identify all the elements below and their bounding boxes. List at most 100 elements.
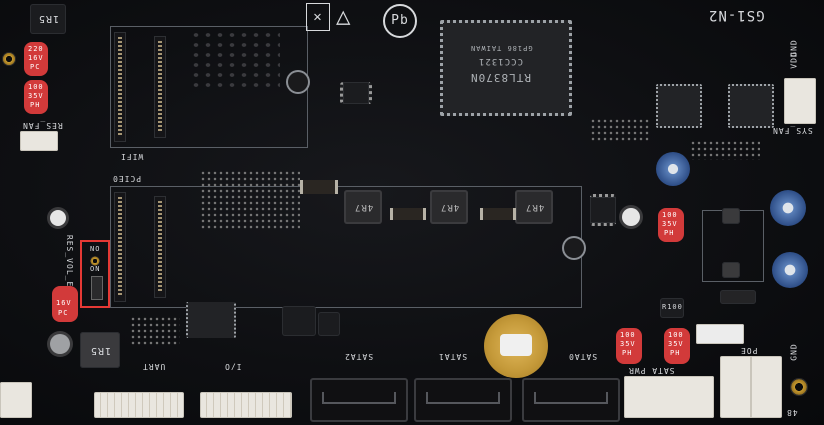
sata2-connector[interactable] xyxy=(310,378,408,422)
smd-field-mid xyxy=(200,170,300,230)
cap-100-left-text-2: 35V xyxy=(28,92,44,100)
pcie0-label: PCIE0 xyxy=(112,174,142,183)
cap-100-left-text-3: PH xyxy=(30,101,41,109)
main-chip-text-1: RTL8370N xyxy=(470,71,531,84)
white-rect-component xyxy=(696,324,744,344)
cap-100-bottom-a-text-2: 35V xyxy=(620,340,636,348)
mount-hole-left xyxy=(50,210,66,226)
smd-row-pcie xyxy=(300,180,338,194)
sata0-label: SATA0 xyxy=(568,352,598,361)
cap-blue-1 xyxy=(656,152,690,186)
pcie0-m2-slot-pins-a xyxy=(114,192,126,302)
res-fan-label: RES_FAN xyxy=(22,121,63,130)
inductor-1r5-top-label: 1R5 xyxy=(38,13,60,24)
gnd-top-label: GND xyxy=(789,39,799,57)
wifi-m2-slot-pins-b xyxy=(154,36,166,138)
small-ic-right xyxy=(590,194,616,226)
qfn-chip-right xyxy=(728,84,774,128)
board-model-label: GS1-N2 xyxy=(708,7,765,23)
left-edge-header[interactable] xyxy=(0,382,32,418)
inductor-1r5-bottom-label: 1R5 xyxy=(90,345,112,356)
jumper-highlight-box[interactable] xyxy=(80,240,110,308)
mosfet-small xyxy=(318,312,340,336)
smd-field-bottom xyxy=(130,316,180,346)
cap-220-16v xyxy=(24,42,48,76)
pcie0-m2-slot-pins-b xyxy=(154,196,166,298)
r100-label: R100 xyxy=(662,303,683,311)
cap-100-bottom-b-text-3: PH xyxy=(670,349,681,357)
pcie0-standoff xyxy=(564,238,584,258)
uart-header[interactable] xyxy=(94,392,184,418)
jumper-switch[interactable] xyxy=(91,276,103,300)
inductor-1r5-bottom xyxy=(80,332,120,368)
cap-100-left-text-1: 100 xyxy=(28,83,44,91)
wifi-m2-slot-pins-a xyxy=(114,32,126,142)
wifi-standoff xyxy=(288,72,308,92)
sata-pwr-label: SATA PWR xyxy=(628,366,675,375)
cap-left-bottom-text-2: PC xyxy=(58,309,69,317)
main-chip-text-3: GP186 TAIWAN xyxy=(470,44,533,52)
poe-label: POE xyxy=(740,346,758,355)
battery-clip xyxy=(500,334,532,356)
smd-row-pcie-2 xyxy=(390,208,426,220)
cap-100-right-top-text-3: PH xyxy=(664,229,675,237)
smd-field-right xyxy=(690,140,760,160)
res-fan-connector xyxy=(20,131,58,151)
cap-100-bottom-b-text-1: 100 xyxy=(668,331,684,339)
inductor-4r7-a-label: 4R7 xyxy=(354,202,374,212)
r100-resistor xyxy=(660,298,684,318)
mount-hole-right xyxy=(622,208,640,226)
cap-blue-3 xyxy=(772,252,808,288)
poe-connector[interactable] xyxy=(720,356,782,418)
cap-100-bottom-b-text-2: 35V xyxy=(668,340,684,348)
mosfet-pair xyxy=(282,306,316,336)
num48-label: 48 xyxy=(786,408,798,417)
cap-100-left xyxy=(24,80,48,114)
cap-100-bottom-a xyxy=(616,328,642,364)
qfn-chip-left xyxy=(656,84,702,128)
diode xyxy=(720,290,756,304)
vrm-mosfet-top xyxy=(722,208,740,224)
wifi-label: WIFI xyxy=(120,152,144,161)
inductor-1r5-top xyxy=(30,4,66,34)
cap-100-right-top-text-2: 35V xyxy=(662,220,678,228)
cap-220-text-2: 16V xyxy=(28,54,44,62)
jumper-no-label: NO xyxy=(90,245,101,253)
inductor-4r7-c-label: 4R7 xyxy=(525,202,545,212)
sata1-connector[interactable] xyxy=(414,378,512,422)
smd-row-pcie-3 xyxy=(480,208,516,220)
vrm-mosfet-bottom xyxy=(722,262,740,278)
cap-100-bottom-b xyxy=(664,328,690,364)
soic-chip-center xyxy=(186,302,236,338)
gold-screw-left xyxy=(2,52,16,66)
sys-fan-connector xyxy=(784,78,816,124)
cap-100-right-top-text-1: 100 xyxy=(662,211,678,219)
cap-blue-2 xyxy=(770,190,806,226)
cap-220-text-3: PC xyxy=(30,63,41,71)
uart-label: UART xyxy=(142,362,166,371)
io-header[interactable] xyxy=(200,392,292,418)
inductor-4r7-b-label: 4R7 xyxy=(440,202,460,212)
sata-pwr-connector[interactable] xyxy=(624,376,714,418)
weee-icon: ✕ xyxy=(306,3,330,31)
jumper-pad xyxy=(90,256,100,266)
sys-fan-label: SYS_FAN xyxy=(772,126,813,135)
sata0-connector[interactable] xyxy=(522,378,620,422)
inductor-4r7-c xyxy=(515,190,553,224)
inductor-4r7-a xyxy=(344,190,382,224)
sata2-label: SATA2 xyxy=(344,352,374,361)
recycle-icon: △ xyxy=(336,2,352,30)
pb-free-icon: Pb xyxy=(383,4,417,38)
cap-100-bottom-a-text-1: 100 xyxy=(620,331,636,339)
cap-left-bottom-text-1: 16V xyxy=(56,299,72,307)
sata1-label: SATA1 xyxy=(438,352,468,361)
io-label: I/O xyxy=(224,362,242,371)
cap-left-bottom xyxy=(52,286,78,322)
main-chip-text-2: CCC1321 xyxy=(478,56,523,66)
res-vol-el-label: RES_VOL_EL xyxy=(65,234,75,294)
jumper-on-label: ON xyxy=(90,265,101,273)
smd-field-top xyxy=(590,118,650,142)
gray-round-left xyxy=(50,334,70,354)
inductor-4r7-b xyxy=(430,190,468,224)
